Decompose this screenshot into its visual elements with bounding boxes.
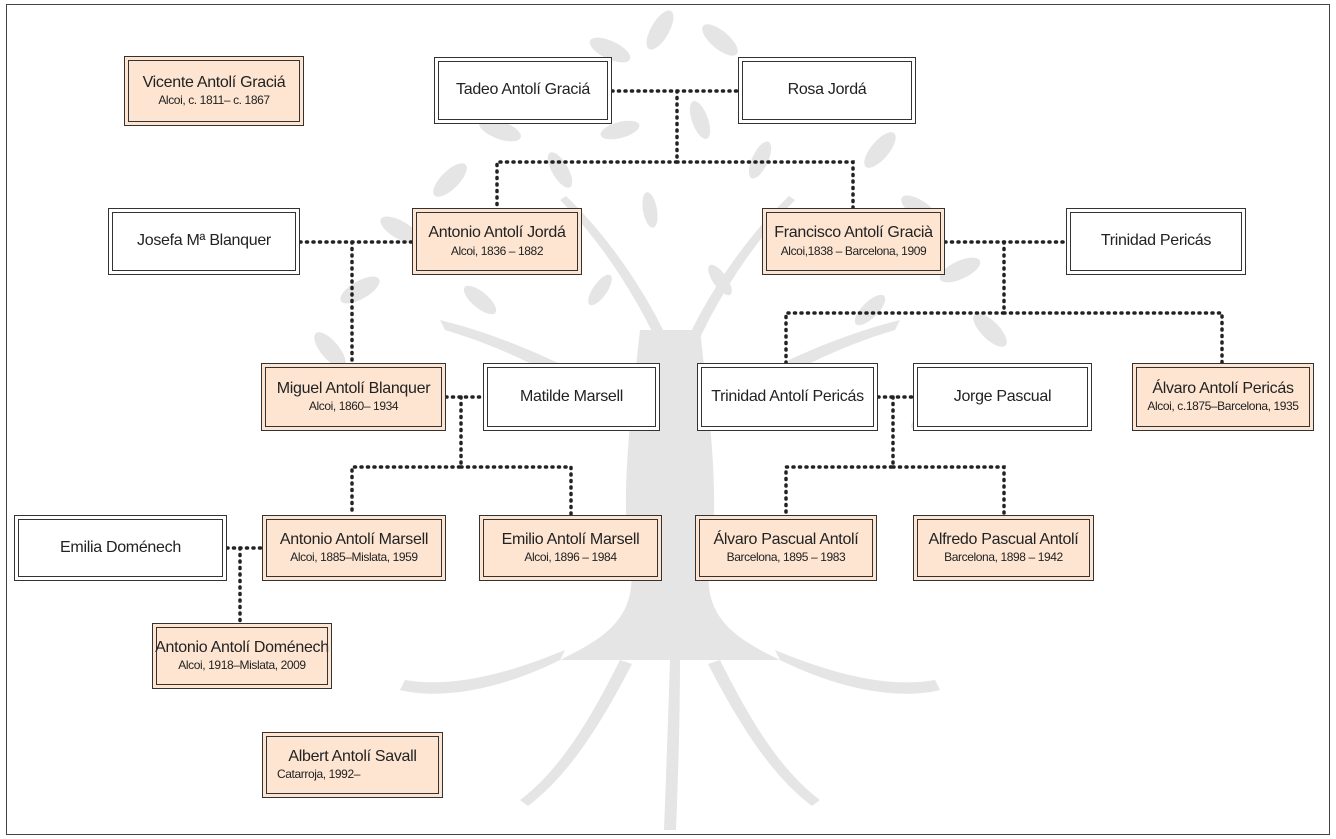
person-francisco-antoli-gracia: Francisco Antolí Gracià Alcoi,1838 – Bar… — [762, 208, 945, 275]
person-dates: Alcoi, 1836 – 1882 — [450, 243, 544, 258]
person-emilia-domenech: Emilia Doménech — [14, 515, 227, 581]
person-name: Jorge Pascual — [953, 387, 1052, 405]
descent-line-miguel-children — [350, 395, 463, 517]
person-name: Miguel Antolí Blanquer — [276, 379, 431, 397]
person-name: Vicente Antolí Graciá — [142, 73, 286, 91]
descent-line-francisco — [675, 160, 855, 210]
person-dates: Catarroja, 1992– — [277, 767, 360, 782]
person-dates: Alcoi, 1885–Mislata, 1959 — [290, 550, 418, 565]
person-alfredo-pascual-antoli: Alfredo Pascual Antolí Barcelona, 1898 –… — [913, 515, 1094, 581]
person-name: Antonio Antolí Marsell — [279, 530, 429, 548]
person-vicente-antoli-gracia: Vicente Antolí Graciá Alcoi, c. 1811– c.… — [124, 56, 304, 126]
person-name: Matilde Marsell — [519, 387, 624, 405]
trunk — [560, 330, 780, 660]
person-name: Albert Antolí Savall — [288, 747, 417, 765]
descent-line-emilio — [459, 465, 573, 517]
descent-line-trinidad-children — [784, 395, 895, 517]
person-antonio-antoli-jorda: Antonio Antolí Jordá Alcoi, 1836 – 1882 — [412, 208, 582, 275]
person-name: Álvaro Pascual Antolí — [713, 530, 859, 548]
person-name: Tadeo Antolí Graciá — [456, 81, 590, 99]
person-josefa-blanquer: Josefa Mª Blanquer — [108, 208, 300, 275]
person-trinidad-pericas: Trinidad Pericás — [1066, 208, 1246, 275]
person-name: Francisco Antolí Gracià — [774, 224, 933, 242]
descent-line-francisco-children — [784, 240, 1006, 365]
person-dates: Alcoi,1838 – Barcelona, 1909 — [780, 243, 927, 258]
person-albert-antoli-savall: Albert Antolí Savall Catarroja, 1992– — [262, 732, 443, 798]
person-antonio-antoli-domenech: Antonio Antolí Doménech Alcoi, 1918–Misl… — [152, 623, 332, 689]
person-jorge-pascual: Jorge Pascual — [913, 363, 1092, 431]
descent-line-tadeo-rosa — [495, 89, 679, 210]
descent-line-alvaro-pericas — [1002, 311, 1224, 365]
person-dates: Alcoi, c.1875–Barcelona, 1935 — [1147, 399, 1299, 414]
person-name: Trinidad Antolí Pericás — [711, 387, 864, 405]
person-name: Antonio Antolí Jordá — [428, 224, 566, 242]
person-name: Emilio Antolí Marsell — [501, 530, 640, 548]
person-dates: Barcelona, 1895 – 1983 — [726, 550, 846, 565]
person-name: Alfredo Pascual Antolí — [928, 530, 1079, 548]
diagram-frame — [6, 4, 1330, 835]
person-emilio-antoli-marsell: Emilio Antolí Marsell Alcoi, 1896 – 1984 — [479, 515, 662, 581]
person-alvaro-antoli-pericas: Álvaro Antolí Pericás Alcoi, c.1875–Barc… — [1132, 363, 1314, 431]
person-name: Josefa Mª Blanquer — [137, 232, 271, 250]
roots — [400, 650, 565, 694]
person-dates: Alcoi, c. 1811– c. 1867 — [158, 93, 270, 108]
person-name: Trinidad Pericás — [1100, 232, 1212, 250]
person-rosa-jorda: Rosa Jordá — [738, 57, 916, 124]
person-trinidad-antoli-pericas: Trinidad Antolí Pericás — [697, 363, 878, 431]
person-name: Antonio Antolí Doménech — [155, 638, 329, 656]
person-alvaro-pascual-antoli: Álvaro Pascual Antolí Barcelona, 1895 – … — [695, 515, 877, 581]
person-name: Rosa Jordá — [787, 81, 867, 99]
person-miguel-antoli-blanquer: Miguel Antolí Blanquer Alcoi, 1860– 1934 — [261, 363, 446, 431]
descent-line-alfredo — [891, 465, 1006, 517]
person-matilde-marsell: Matilde Marsell — [483, 363, 660, 431]
person-dates: Alcoi, 1896 – 1984 — [524, 550, 617, 565]
person-tadeo-antoli-gracia: Tadeo Antolí Graciá — [434, 57, 612, 124]
person-dates: Alcoi, 1860– 1934 — [308, 399, 399, 414]
person-dates: Barcelona, 1898 – 1942 — [944, 550, 1063, 565]
person-name: Álvaro Antolí Pericás — [1152, 379, 1294, 397]
person-dates: Alcoi, 1918–Mislata, 2009 — [178, 658, 306, 673]
person-antonio-antoli-marsell: Antonio Antolí Marsell Alcoi, 1885–Misla… — [262, 515, 446, 581]
person-name: Emilia Doménech — [60, 538, 181, 556]
